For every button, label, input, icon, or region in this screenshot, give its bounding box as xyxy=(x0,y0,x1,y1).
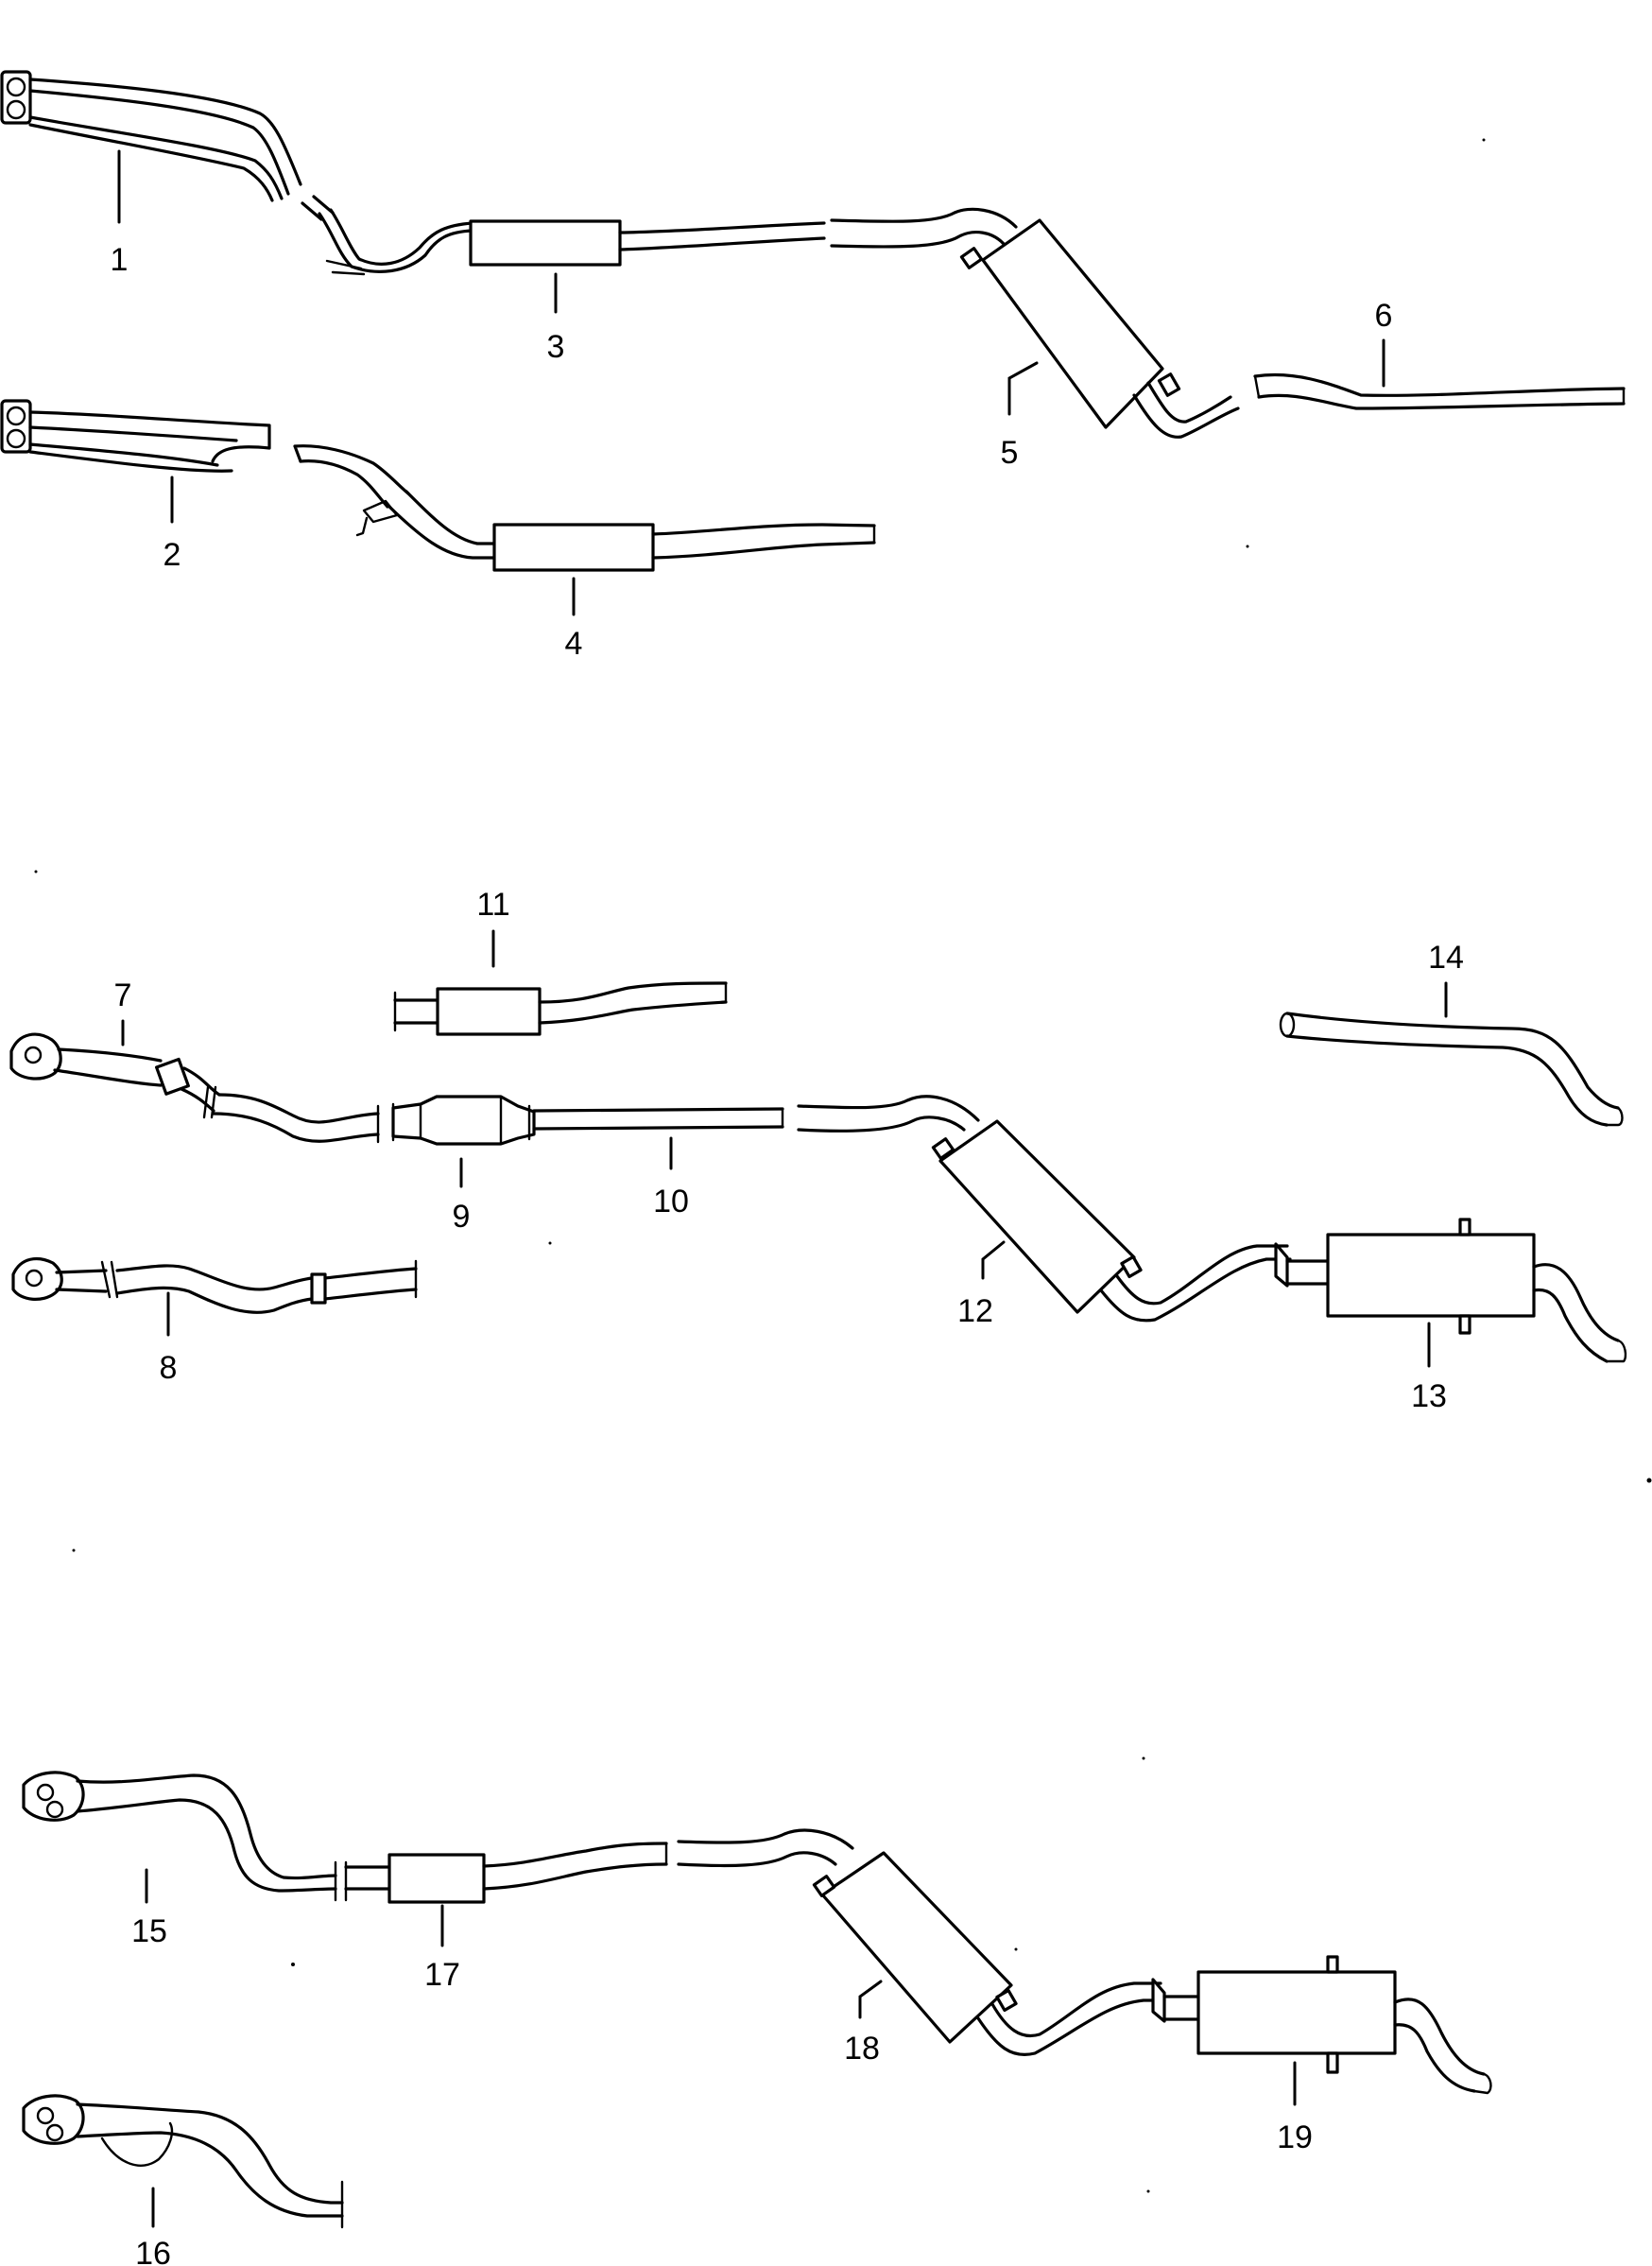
callout-13: 13 xyxy=(1411,1322,1447,1414)
callout-3-label: 3 xyxy=(547,329,565,365)
part-9-catalytic-converter xyxy=(391,1095,536,1146)
callout-5-label: 5 xyxy=(1001,435,1019,471)
callout-2-label: 2 xyxy=(163,537,181,573)
callout-16: 16 xyxy=(135,2187,171,2266)
callout-1: 1 xyxy=(111,149,129,278)
callout-8-label: 8 xyxy=(160,1350,178,1386)
callout-10-label: 10 xyxy=(653,1184,689,1219)
part-15-front-pipe xyxy=(22,1771,348,1902)
callout-8: 8 xyxy=(160,1291,178,1386)
part-16-front-pipe xyxy=(22,2094,344,2229)
callout-2: 2 xyxy=(163,476,181,573)
part-13-rear-silencer xyxy=(1274,1218,1627,1363)
part-19-rear-silencer xyxy=(1151,1955,1492,2095)
callout-12: 12 xyxy=(957,1240,1006,1329)
callout-6: 6 xyxy=(1375,298,1393,388)
callout-13-label: 13 xyxy=(1411,1378,1447,1414)
callout-4: 4 xyxy=(565,577,583,662)
callout-7-label: 7 xyxy=(114,977,132,1013)
callout-19: 19 xyxy=(1277,2061,1313,2155)
part-5-middle-silencer xyxy=(830,207,1240,439)
callout-19-label: 19 xyxy=(1277,2119,1313,2155)
part-12-middle-silencer xyxy=(797,1095,1292,1323)
callout-6-label: 6 xyxy=(1375,298,1393,334)
callout-11: 11 xyxy=(476,887,510,968)
callout-18-label: 18 xyxy=(844,2031,880,2067)
part-1-front-pipe xyxy=(0,70,302,202)
part-11-pipe-with-resonator xyxy=(393,981,728,1036)
part-10-intermediate-pipe xyxy=(532,1107,784,1131)
callout-11-label: 11 xyxy=(476,887,509,923)
callout-5: 5 xyxy=(1001,361,1039,471)
callout-16-label: 16 xyxy=(135,2236,171,2266)
part-18-middle-silencer xyxy=(677,1828,1166,2056)
part-4-intermediate-pipe xyxy=(293,444,876,572)
callout-10: 10 xyxy=(653,1136,689,1219)
callout-4-label: 4 xyxy=(565,626,583,662)
part-2-front-pipe xyxy=(0,399,271,473)
callout-9: 9 xyxy=(453,1157,471,1235)
callout-15: 15 xyxy=(131,1868,167,1949)
callout-14-label: 14 xyxy=(1428,940,1464,976)
callout-3: 3 xyxy=(547,272,565,365)
callout-7: 7 xyxy=(114,977,132,1047)
callout-9-label: 9 xyxy=(453,1199,471,1235)
callout-12-label: 12 xyxy=(957,1293,993,1329)
callout-14: 14 xyxy=(1428,940,1464,1018)
callout-1-label: 1 xyxy=(111,242,129,278)
part-7-front-pipe xyxy=(9,1032,380,1144)
callout-17: 17 xyxy=(424,1904,460,1993)
part-3-intermediate-pipe xyxy=(301,195,826,276)
part-14-tail-pipe xyxy=(1279,1012,1624,1127)
callouts: 1 2 3 4 5 6 7 8 xyxy=(111,149,1464,2266)
part-8-front-pipe xyxy=(11,1256,418,1314)
part-6-tail-pipe xyxy=(1253,372,1626,410)
callout-18: 18 xyxy=(844,1980,883,2067)
part-17-intermediate-pipe xyxy=(344,1842,668,1904)
print-specks xyxy=(34,138,1652,2193)
callout-15-label: 15 xyxy=(131,1913,167,1949)
callout-17-label: 17 xyxy=(424,1957,460,1993)
